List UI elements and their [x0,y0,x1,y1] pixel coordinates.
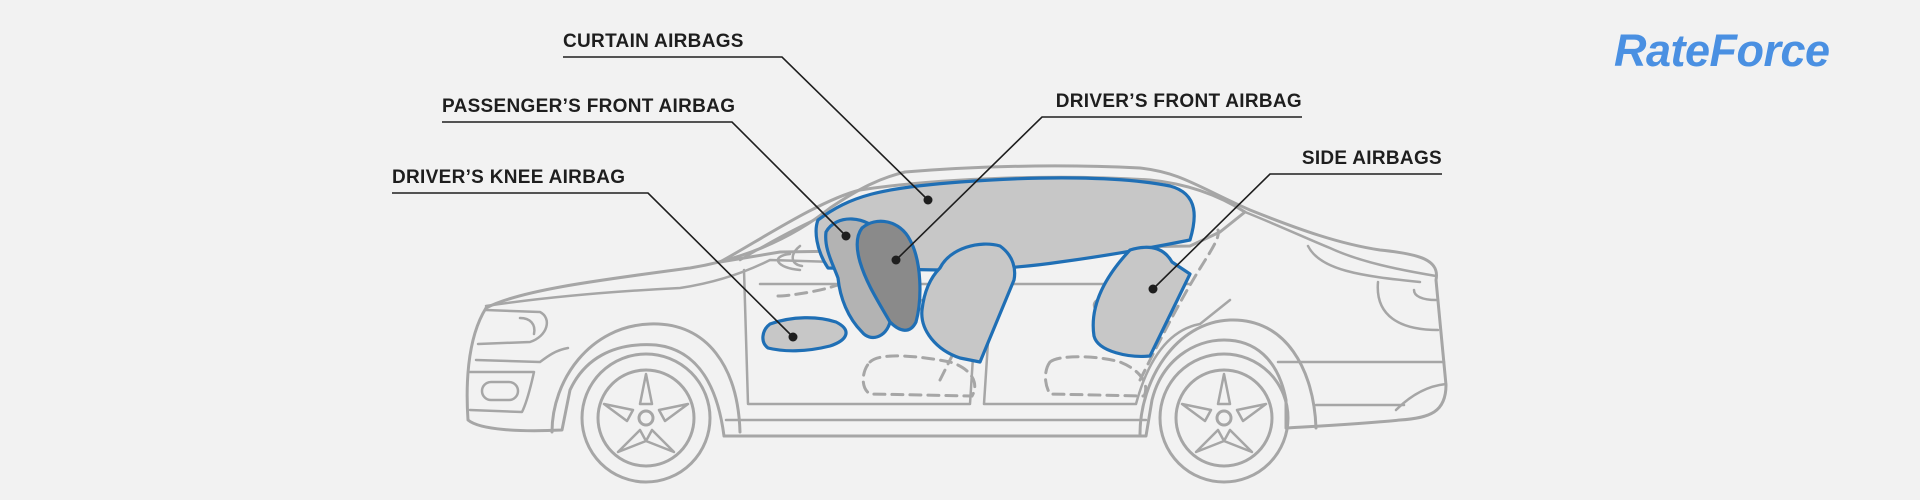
trunk-line [1243,210,1438,278]
driver-front-airbag [855,219,922,332]
hood-line [484,258,837,308]
leader-passenger-front-airbag [442,121,847,237]
driver-knee-airbag [761,316,848,353]
rear-hub [1215,409,1233,427]
leader-driver-knee-airbag [392,192,794,338]
front-tire [580,352,712,484]
leader-driver-front-airbag [895,116,1302,261]
rear-spokes [1180,372,1268,454]
headlight-inner [518,316,536,336]
label-side-airbags: SIDE AIRBAGS [1302,148,1442,169]
steering-wheel [776,244,804,272]
rear-door [982,278,1232,406]
tail-light [1376,280,1440,332]
car-body [465,164,1448,438]
dot-curtain-airbags [923,195,933,205]
labels: CURTAIN AIRBAGS PASSENGER’S FRONT AIRBAG… [392,31,1442,188]
front-spokes [602,372,690,454]
front-hub [637,409,655,427]
rear-wheel-arch [1138,318,1318,436]
side-airbag-front [920,242,1017,364]
dot-driver-knee-airbag [788,332,798,342]
dot-side-airbags [1148,284,1158,294]
front-wheel-arch [550,322,742,434]
label-driver-front-airbag: DRIVER’S FRONT AIRBAG [1056,91,1302,112]
fog-light [480,380,520,402]
rear-tire [1158,352,1290,484]
leader-curtain-airbags [563,56,929,201]
front-wheel [580,352,712,484]
rear-seat-back [1138,228,1220,382]
rear-rim [1174,368,1274,468]
side-airbag-rear [1091,245,1192,358]
label-curtain-airbags: CURTAIN AIRBAGS [563,31,744,52]
logo-text: RateForce [1614,25,1830,76]
rateforce-logo: RateForce [1614,25,1830,76]
label-driver-knee-airbag: DRIVER’S KNEE AIRBAG [392,167,625,188]
leader-side-airbags [1152,173,1442,290]
front-bumper [468,370,536,414]
front-lower [474,346,570,364]
airbags [761,176,1196,364]
callouts [392,56,1442,342]
rear-wheel [1158,352,1290,484]
front-seat-cushion [861,354,977,398]
rear-seat-cushion [1044,355,1148,398]
dot-driver-front-airbag [891,255,901,265]
front-rim [596,368,696,468]
dot-passenger-front-airbag [841,231,851,241]
headlight [476,308,549,346]
tail-light-inner [1412,288,1438,302]
rear-diffuser [1394,382,1448,412]
rear-deck [1306,244,1422,284]
label-passenger-front-airbag: PASSENGER’S FRONT AIRBAG [442,96,735,117]
